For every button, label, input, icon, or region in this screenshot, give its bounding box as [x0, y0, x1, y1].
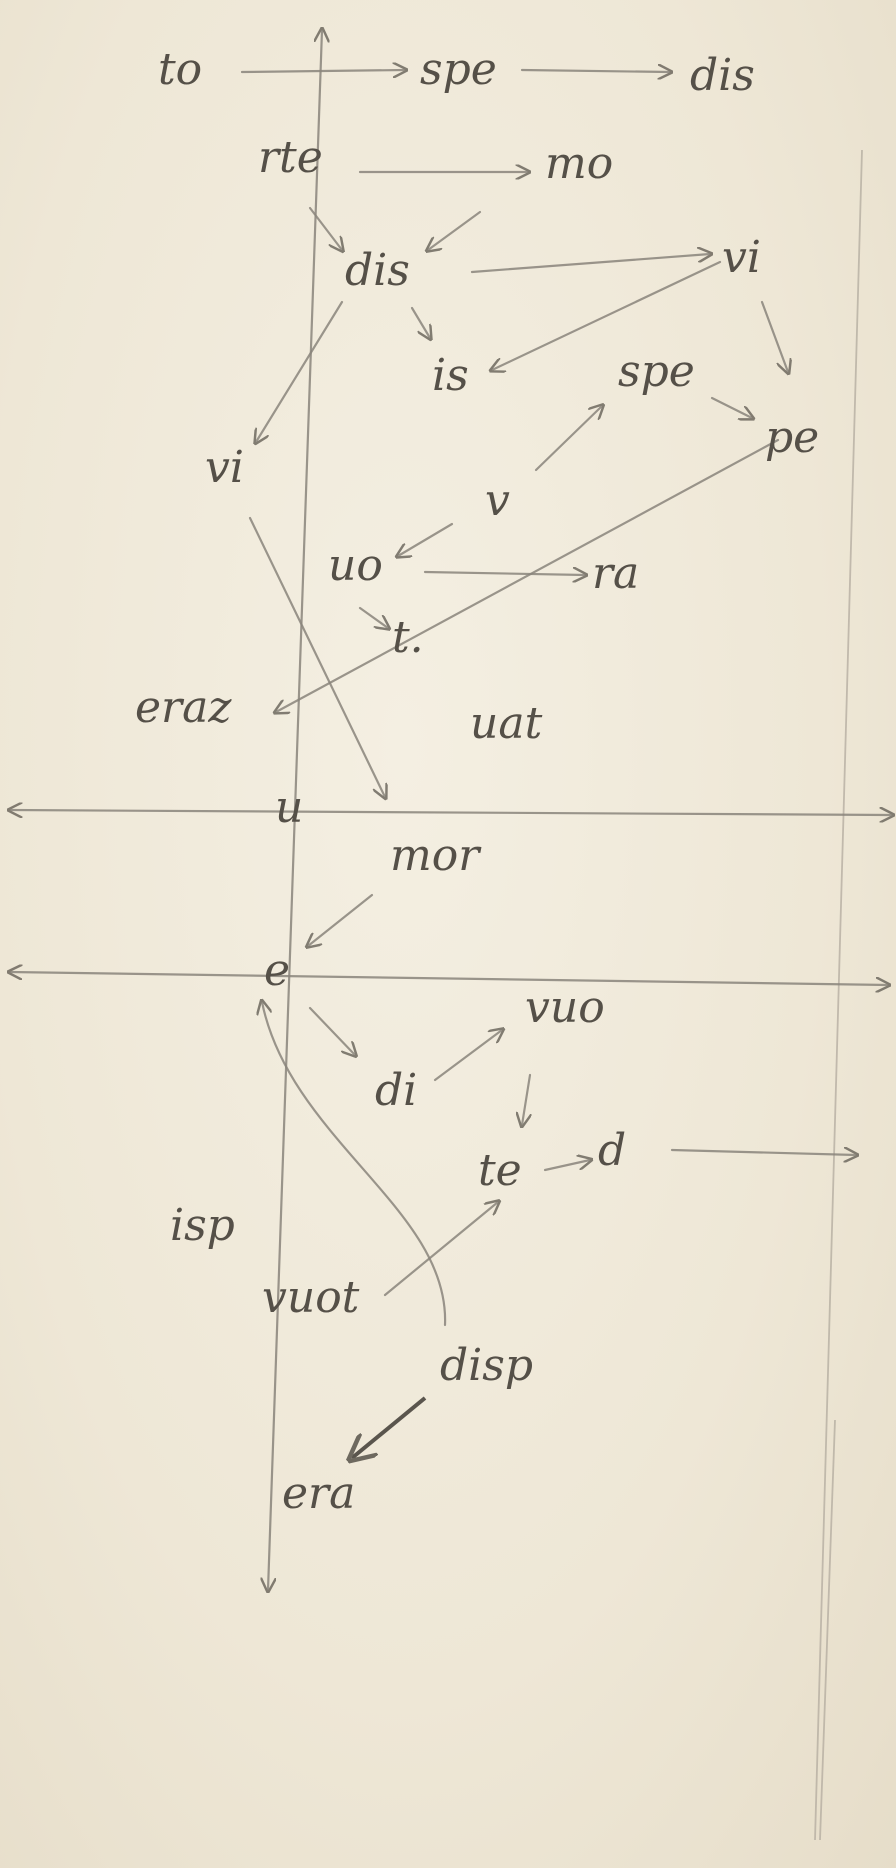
label-dis: dis [345, 245, 410, 296]
label-vuo: vuo [525, 982, 605, 1033]
margin-line-right [814, 149, 863, 1841]
label-is: is [432, 350, 469, 401]
arrow-spe-dis [520, 70, 670, 72]
arrow-vuo-te [522, 1073, 530, 1125]
label-spe-top: spe [420, 44, 497, 95]
label-to: to [158, 44, 202, 95]
arrow-dis-vi [470, 254, 710, 274]
arrow-disp-era [352, 1396, 427, 1458]
arrow-v-uo [398, 522, 454, 556]
horizontal-axis-u [10, 810, 892, 815]
label-ra: ra [592, 548, 639, 599]
label-mo: mo [545, 138, 613, 189]
arrow-uo-ra [423, 572, 585, 575]
label-isp: isp [170, 1200, 235, 1251]
arrow-dis-vi-left [256, 300, 344, 442]
arrow-rte-dis [308, 206, 342, 250]
arrow-vi-u [248, 516, 385, 797]
arrow-di-vuo [433, 1030, 502, 1082]
label-dis-top: dis [690, 50, 755, 101]
label-rte: rte [258, 132, 323, 183]
label-vi-right: vi [722, 232, 761, 283]
label-disp: disp [440, 1340, 533, 1391]
label-t: t. [392, 612, 424, 663]
label-spe: spe [618, 346, 695, 397]
arrow-vuot-te [383, 1202, 498, 1297]
label-pe: pe [765, 412, 819, 463]
arrow-d-right [670, 1150, 856, 1155]
label-eraz: eraz [135, 682, 232, 733]
label-uat: uat [470, 698, 543, 749]
arrow-spe-pe [710, 396, 752, 418]
arrow-te-d [543, 1160, 590, 1172]
arrow-to-spe [240, 70, 405, 72]
label-v: v [485, 475, 510, 526]
margin-line-right-2 [819, 1419, 836, 1841]
arrow-v-spe [534, 406, 602, 472]
label-vi-left: vi [205, 442, 244, 493]
arrow-pe-eraz [276, 438, 780, 712]
label-uo: uo [328, 540, 383, 591]
label-te: te [478, 1145, 522, 1196]
arrow-uo-t [358, 606, 388, 628]
horizontal-axis-e [10, 972, 888, 985]
label-mor: mor [390, 830, 482, 881]
label-era: era [282, 1468, 355, 1519]
arrow-dis-is [410, 306, 430, 338]
arrow-mo-dis [428, 210, 482, 250]
arrow-e-di [308, 1006, 355, 1055]
arrow-vi-pe [760, 300, 788, 372]
arrow-vi-is [492, 260, 722, 370]
label-d: d [598, 1125, 626, 1176]
label-u: u [275, 782, 303, 833]
arrow-mor-e [308, 893, 374, 946]
label-e: e [264, 945, 290, 996]
label-di: di [375, 1065, 417, 1116]
curve-disp-e [262, 1002, 447, 1327]
label-vuot: vuot [262, 1272, 360, 1323]
